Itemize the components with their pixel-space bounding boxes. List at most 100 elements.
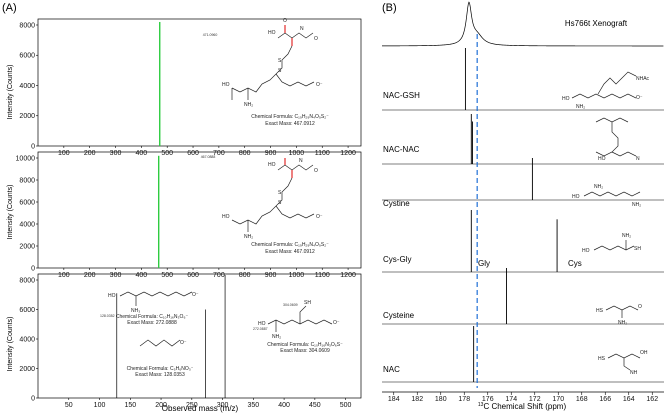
x-tick-label: 400 <box>136 272 148 279</box>
svg-text:HO: HO <box>582 248 590 254</box>
svg-text:HO: HO <box>108 293 116 299</box>
molecule-structure-a3-small: O⁻ <box>139 339 187 347</box>
x-tick-label: 300 <box>110 150 122 157</box>
svg-text:HO: HO <box>572 194 580 200</box>
svg-text:O⁻: O⁻ <box>180 340 187 346</box>
svg-text:O⁻: O⁻ <box>316 214 323 220</box>
x-tick-label: 1100 <box>315 272 330 279</box>
peak-label-a3-2: 272.0887 <box>253 327 268 331</box>
y-tick-label: 6000 <box>19 307 35 314</box>
structure-cystine: HO NH₂ NH₂ <box>572 184 641 208</box>
structure-nac-gsh: HO NH₂ O⁻ NHAc <box>562 71 650 110</box>
y-tick-label: 4000 <box>19 83 35 90</box>
nmr-x-tick-label: 166 <box>599 396 611 403</box>
x-tick-label: 300 <box>217 402 229 409</box>
plot-a3-frame <box>37 273 362 399</box>
x-tick-label: 1100 <box>315 150 330 157</box>
nmr-x-tick-label: 176 <box>482 396 494 403</box>
y-tick-label: 2000 <box>19 243 35 250</box>
nmr-x-tick-label: 174 <box>505 396 517 403</box>
molecule-structure-a1: HO O N O S S HO NH₂ O⁻ <box>222 18 323 108</box>
formula-a1: Chemical Formula: C₁₉H₂₉N₄O₉S₂⁻ <box>251 114 329 120</box>
svg-text:HO: HO <box>268 30 276 36</box>
svg-text:HS: HS <box>598 356 606 362</box>
x-tick-label: 500 <box>340 402 352 409</box>
structure-cysteine: HS NH₂ O <box>596 304 642 326</box>
x-tick-label: 100 <box>58 272 70 279</box>
x-tick-label: 200 <box>84 150 96 157</box>
mass-a1: Exact Mass: 467.0912 <box>265 121 315 127</box>
x-tick-label: 150 <box>124 402 136 409</box>
x-tick-label: 1000 <box>289 272 305 279</box>
svg-text:NHAc: NHAc <box>636 76 650 82</box>
trace-label: NAC-NAC <box>383 145 420 154</box>
svg-text:N: N <box>300 26 304 32</box>
svg-text:HO: HO <box>222 82 230 88</box>
x-tick-label: 500 <box>161 150 173 157</box>
formula-a2: Chemical Formula: C₁₉H₂₉N₄O₉S₂⁻ <box>251 242 329 248</box>
nmr-x-tick-label: 164 <box>623 396 635 403</box>
peak-label-a2: 467.0888 <box>201 155 216 159</box>
svg-text:HO: HO <box>598 156 606 162</box>
svg-text:HO: HO <box>222 214 230 220</box>
nmr-x-tick-label: 162 <box>646 396 658 403</box>
x-tick-label: 700 <box>213 272 225 279</box>
svg-text:O: O <box>314 168 318 174</box>
structure-cys-gly: HO NH₂ SH <box>582 233 641 254</box>
y-tick-label: 2000 <box>19 366 35 373</box>
y-tick-label: 6000 <box>19 199 35 206</box>
panel-a-xlabel: Observed mass (m/z) <box>162 404 239 413</box>
x-tick-label: 450 <box>309 402 321 409</box>
nmr-x-tick-label: 172 <box>529 396 541 403</box>
nmr-xlabel-sup: 13 <box>478 402 484 408</box>
x-tick-label: 50 <box>65 402 73 409</box>
formula-a3-a: Chemical Formula: C₁₀H₁₆N₃O₆⁻ <box>116 314 189 320</box>
svg-text:NH₃: NH₃ <box>131 308 140 314</box>
svg-text:NH₂: NH₂ <box>622 233 631 239</box>
y-tick-label: 8000 <box>19 177 35 184</box>
x-tick-label: 200 <box>84 272 96 279</box>
svg-text:O: O <box>283 18 287 24</box>
x-tick-label: 1200 <box>340 150 356 157</box>
svg-text:SH: SH <box>304 300 311 306</box>
molecule-structure-a3-right: SH HO NH₂ O⁻ <box>258 300 340 340</box>
formula-a3-b: Chemical Formula: C₅H₆NO₃⁻ <box>127 366 194 372</box>
svg-text:HO: HO <box>258 321 266 327</box>
trace-label: NAC-GSH <box>383 91 420 100</box>
nmr-xlabel-rest: C Chemical Shift (ppm) <box>483 402 566 411</box>
x-tick-label: 700 <box>213 150 225 157</box>
formula-a3-c: Chemical Formula: C₁₀H₁₆N₃O₆S⁻ <box>267 342 343 348</box>
trace-label: Cysteine <box>383 311 415 320</box>
svg-text:S: S <box>278 58 282 64</box>
mass-a3-b: Exact Mass: 128.0353 <box>135 372 185 378</box>
svg-text:S: S <box>278 190 282 196</box>
svg-text:NH₂: NH₂ <box>244 234 253 240</box>
ylabel-1: Intensity (Counts) <box>7 65 14 120</box>
svg-text:HS: HS <box>596 308 604 314</box>
trace-label: Cystine <box>383 199 410 208</box>
y-tick-label: 10000 <box>16 155 36 162</box>
x-tick-label: 600 <box>187 150 199 157</box>
nmr-x-tick-label: 182 <box>411 396 423 403</box>
x-tick-label: 100 <box>58 150 70 157</box>
mass-a2: Exact Mass: 467.0912 <box>265 249 315 255</box>
trace-xenograft <box>382 1 664 47</box>
x-tick-label: 200 <box>155 402 167 409</box>
mass-a3-a: Exact Mass: 272.0888 <box>127 320 177 326</box>
panel-b-label: (B) <box>382 2 397 14</box>
molecule-structure-a2: HO N O S S HO NH₂ O⁻ <box>222 158 323 240</box>
nmr-x-tick-label: 168 <box>576 396 588 403</box>
svg-text:NH₂: NH₂ <box>632 202 641 208</box>
xenograft-label: Hs766t Xenograft <box>565 19 628 28</box>
svg-text:NH₂: NH₂ <box>618 320 627 326</box>
mass-a3-c: Exact Mass: 304.0609 <box>280 348 330 354</box>
nmr-xlabel: 13C Chemical Shift (ppm) <box>478 402 567 411</box>
x-tick-label: 800 <box>239 150 251 157</box>
svg-text:NH₂: NH₂ <box>576 104 585 110</box>
x-tick-label: 300 <box>110 272 122 279</box>
